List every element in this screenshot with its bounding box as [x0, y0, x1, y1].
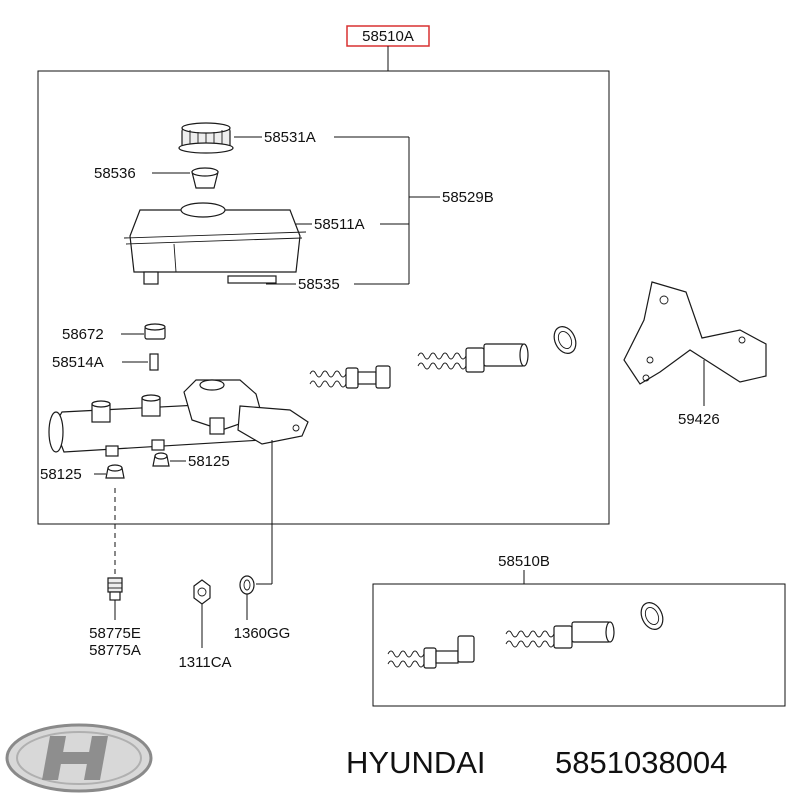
- label-seal[interactable]: 58535: [298, 276, 340, 293]
- hyundai-logo-icon: [5, 723, 153, 793]
- washer-part[interactable]: [239, 575, 255, 595]
- secondary-piston-part[interactable]: [309, 365, 391, 389]
- bleeder-right-part[interactable]: [152, 452, 170, 467]
- grommet-part[interactable]: [144, 323, 166, 340]
- kit-secondary-piston-part[interactable]: [387, 635, 475, 669]
- label-nut[interactable]: 1311CA: [178, 654, 231, 671]
- snap-ring-part[interactable]: [550, 323, 580, 357]
- reservoir-cap-part[interactable]: [178, 122, 234, 154]
- label-piston-kit[interactable]: 58510B: [498, 553, 550, 570]
- label-bleeder-left[interactable]: 58125: [40, 466, 82, 483]
- nut-part[interactable]: [193, 579, 211, 605]
- primary-piston-part[interactable]: [417, 343, 529, 373]
- label-pin[interactable]: 58514A: [52, 354, 104, 371]
- label-main-assembly[interactable]: 58510A: [362, 28, 414, 45]
- label-fitting-1[interactable]: 58775E: [89, 625, 141, 642]
- bracket-part[interactable]: [623, 281, 767, 385]
- label-strainer[interactable]: 58536: [94, 165, 136, 182]
- brand-name: HYUNDAI: [346, 745, 486, 780]
- main-assembly-frame: [37, 70, 610, 525]
- label-bracket[interactable]: 59426: [678, 411, 720, 428]
- fitting-part[interactable]: [107, 577, 123, 601]
- kit-primary-piston-part[interactable]: [505, 621, 615, 649]
- label-reservoir-kit[interactable]: 58529B: [442, 189, 494, 206]
- label-washer[interactable]: 1360GG: [234, 625, 291, 642]
- master-cylinder-body-part[interactable]: [48, 379, 309, 457]
- pin-part[interactable]: [149, 353, 159, 371]
- label-grommet[interactable]: 58672: [62, 326, 104, 343]
- strainer-part[interactable]: [191, 167, 219, 189]
- label-fitting-2[interactable]: 58775A: [89, 642, 141, 659]
- label-reservoir[interactable]: 58511A: [314, 216, 365, 233]
- piston-kit-frame: [372, 583, 786, 707]
- label-cap[interactable]: 58531A: [264, 129, 316, 146]
- reservoir-part[interactable]: [123, 202, 307, 285]
- label-bleeder-right[interactable]: 58125: [188, 453, 230, 470]
- brand-part-number: 5851038004: [555, 745, 727, 780]
- bleeder-left-part[interactable]: [105, 464, 125, 479]
- kit-snap-ring-part[interactable]: [637, 599, 667, 633]
